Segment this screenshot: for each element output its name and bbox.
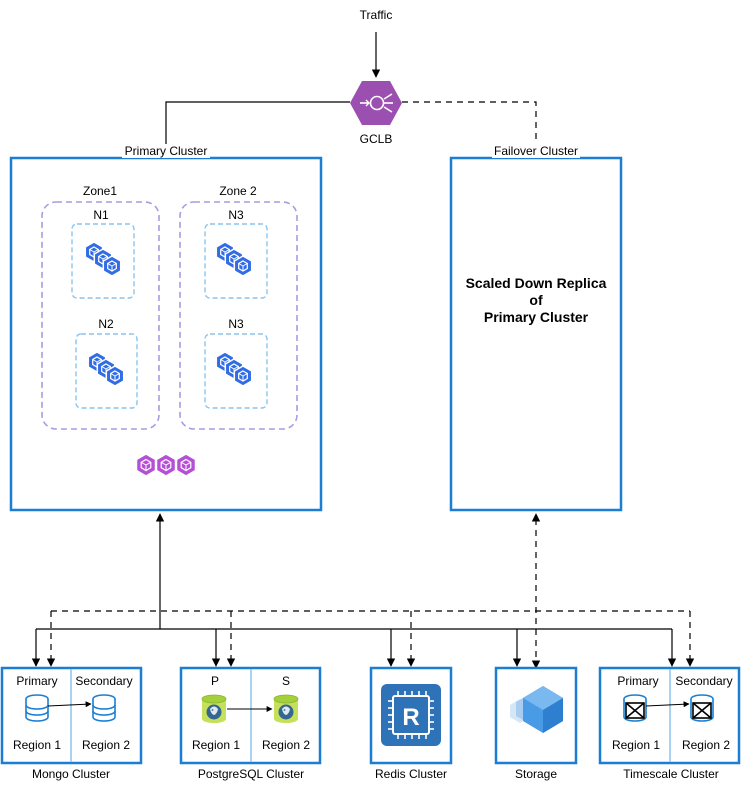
redis-chip-icon: R xyxy=(381,684,441,746)
gclb-label: GCLB xyxy=(360,132,393,146)
timescale-replication-edge xyxy=(645,701,690,708)
zone1-node2-box[interactable] xyxy=(75,333,138,409)
redis-icon-letter: R xyxy=(402,704,419,731)
zone2-label: Zone 2 xyxy=(219,184,257,198)
storage-label: Storage xyxy=(515,767,557,781)
zone1-label: Zone1 xyxy=(83,184,117,198)
storage-icon xyxy=(510,686,563,733)
mongo-right-title: Secondary xyxy=(75,674,132,688)
mongo-left-title: Primary xyxy=(16,674,57,688)
postgres-secondary-db-icon xyxy=(273,694,299,724)
zone1-node2-label: N2 xyxy=(98,317,114,331)
timescale-left-title: Primary xyxy=(617,674,658,688)
timescale-right-region: Region 2 xyxy=(682,738,730,752)
gclb-failover-edge xyxy=(402,101,541,158)
failover-line3: Primary Cluster xyxy=(484,309,589,325)
cluster-icon xyxy=(135,453,197,477)
gclb-icon[interactable] xyxy=(350,81,402,125)
postgres-right-title: S xyxy=(282,674,290,688)
zone2-node1-box[interactable] xyxy=(204,223,268,299)
failover-cluster-box[interactable] xyxy=(449,156,623,512)
failover-cluster-label: Failover Cluster xyxy=(494,144,578,158)
gclb-primary-edge xyxy=(161,101,350,158)
zone1-node1-label: N1 xyxy=(93,208,109,222)
mongo-primary-db-icon xyxy=(25,694,49,722)
traffic-label: Traffic xyxy=(360,8,393,22)
zone2-box[interactable] xyxy=(179,201,298,430)
timescale-primary-db-icon xyxy=(623,694,647,722)
mongo-label: Mongo Cluster xyxy=(32,767,110,781)
failover-line1: Scaled Down Replica xyxy=(466,275,607,291)
postgres-right-region: Region 2 xyxy=(262,738,310,752)
mongo-right-region: Region 2 xyxy=(82,738,130,752)
primary-cluster-box[interactable] xyxy=(9,156,323,512)
mongo-replication-edge xyxy=(47,701,92,708)
postgres-primary-db-icon xyxy=(201,694,227,724)
mongo-cluster[interactable] xyxy=(0,666,143,765)
timescale-left-region: Region 1 xyxy=(612,738,660,752)
failover-line2: of xyxy=(529,292,543,308)
mongo-left-region: Region 1 xyxy=(13,738,61,752)
timescale-right-title: Secondary xyxy=(675,674,732,688)
postgres-left-title: P xyxy=(211,674,219,688)
primary-cluster-label: Primary Cluster xyxy=(125,144,208,158)
mongo-secondary-db-icon xyxy=(92,694,116,722)
zone2-node1-label: N3 xyxy=(228,208,244,222)
timescale-cluster[interactable] xyxy=(598,666,741,765)
timescale-label: Timescale Cluster xyxy=(623,767,719,781)
zone1-box[interactable] xyxy=(41,201,160,430)
timescale-secondary-db-icon xyxy=(690,694,714,722)
zone2-node2-box[interactable] xyxy=(204,333,268,409)
zone1-node1-box[interactable] xyxy=(71,223,135,299)
redis-label: Redis Cluster xyxy=(375,767,447,781)
postgres-left-region: Region 1 xyxy=(192,738,240,752)
postgres-label: PostgreSQL Cluster xyxy=(198,767,304,781)
zone2-node2-label: N3 xyxy=(228,317,244,331)
